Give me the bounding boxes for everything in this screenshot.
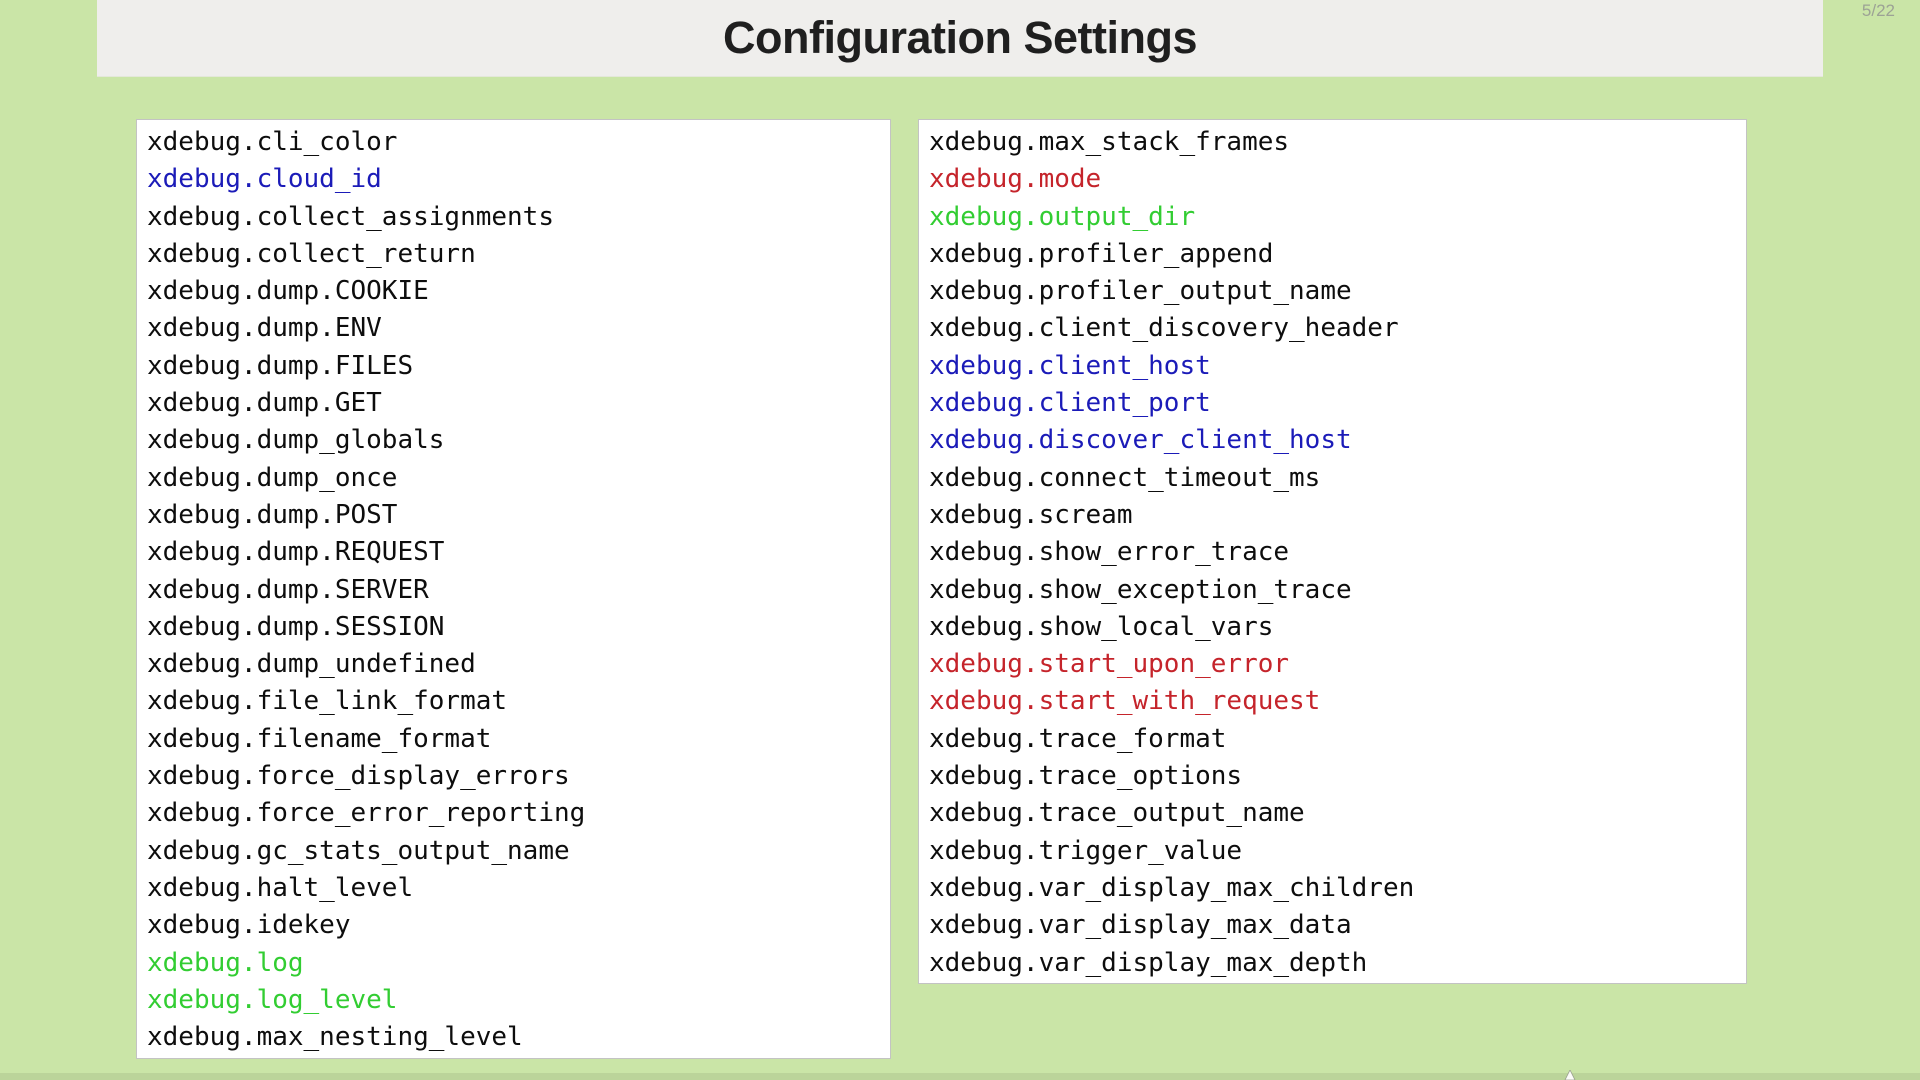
setting-item: xdebug.var_display_max_data [929, 910, 1352, 941]
setting-item: xdebug.connect_timeout_ms [929, 462, 1321, 493]
setting-item: xdebug.dump_once [147, 462, 398, 493]
setting-item: xdebug.dump.SERVER [147, 574, 429, 605]
setting-item: xdebug.dump_globals [147, 425, 445, 456]
slide-bottom-strip [0, 1073, 1920, 1080]
setting-item: xdebug.client_discovery_header [929, 313, 1399, 344]
page-title: Configuration Settings [723, 12, 1197, 63]
setting-item: xdebug.show_error_trace [929, 537, 1290, 568]
setting-item: xdebug.trace_output_name [929, 798, 1305, 829]
setting-item: xdebug.dump.POST [147, 499, 398, 530]
setting-item: xdebug.log_level [147, 984, 398, 1015]
setting-item: xdebug.halt_level [147, 872, 414, 903]
setting-item: xdebug.client_port [929, 388, 1211, 419]
setting-item: xdebug.show_local_vars [929, 611, 1274, 642]
slide-header: Configuration Settings [97, 0, 1823, 77]
setting-item: xdebug.force_display_errors [147, 761, 570, 792]
setting-item: xdebug.var_display_max_children [929, 872, 1415, 903]
settings-panel-left: xdebug.cli_color xdebug.cloud_id xdebug.co… [136, 119, 891, 1059]
setting-item: xdebug.var_display_max_depth [929, 947, 1368, 978]
setting-item: xdebug.trigger_value [929, 835, 1243, 866]
settings-panel-right: xdebug.max_stack_frames xdebug.mode xdebug… [918, 119, 1747, 984]
setting-item: xdebug.dump.COOKIE [147, 276, 429, 307]
setting-item: xdebug.force_error_reporting [147, 798, 586, 829]
slide-counter: 5/22 [1861, 1, 1895, 20]
setting-item: xdebug.start_with_request [929, 686, 1321, 717]
setting-item: xdebug.collect_return [147, 238, 476, 269]
setting-item: xdebug.collect_assignments [147, 201, 554, 232]
setting-item: xdebug.file_link_format [147, 686, 508, 717]
setting-item: xdebug.cloud_id [147, 164, 382, 195]
setting-item: xdebug.cli_color [147, 127, 398, 157]
setting-item: xdebug.dump.REQUEST [147, 537, 445, 568]
setting-item: xdebug.client_host [929, 350, 1211, 381]
setting-item: xdebug.output_dir [929, 201, 1196, 232]
setting-item: xdebug.filename_format [147, 723, 492, 754]
setting-item: xdebug.dump.FILES [147, 350, 414, 381]
setting-item: xdebug.gc_stats_output_name [147, 835, 570, 866]
setting-item: xdebug.mode [929, 164, 1102, 195]
setting-item: xdebug.discover_client_host [929, 425, 1352, 456]
setting-item: xdebug.dump.SESSION [147, 611, 445, 642]
setting-item: xdebug.start_upon_error [929, 649, 1290, 680]
setting-item: xdebug.dump.GET [147, 388, 382, 419]
setting-item: xdebug.show_exception_trace [929, 574, 1352, 605]
setting-item: xdebug.max_nesting_level [147, 1022, 523, 1053]
setting-item: xdebug.profiler_output_name [929, 276, 1352, 307]
setting-item: xdebug.scream [929, 499, 1133, 530]
setting-item: xdebug.dump_undefined [147, 649, 476, 680]
setting-item: xdebug.max_stack_frames [929, 127, 1290, 157]
setting-item: xdebug.log [147, 947, 304, 978]
setting-item: xdebug.trace_format [929, 723, 1227, 754]
setting-item: xdebug.dump.ENV [147, 313, 382, 344]
setting-item: xdebug.trace_options [929, 761, 1243, 792]
setting-item: xdebug.profiler_append [929, 238, 1274, 269]
setting-item: xdebug.idekey [147, 910, 351, 941]
